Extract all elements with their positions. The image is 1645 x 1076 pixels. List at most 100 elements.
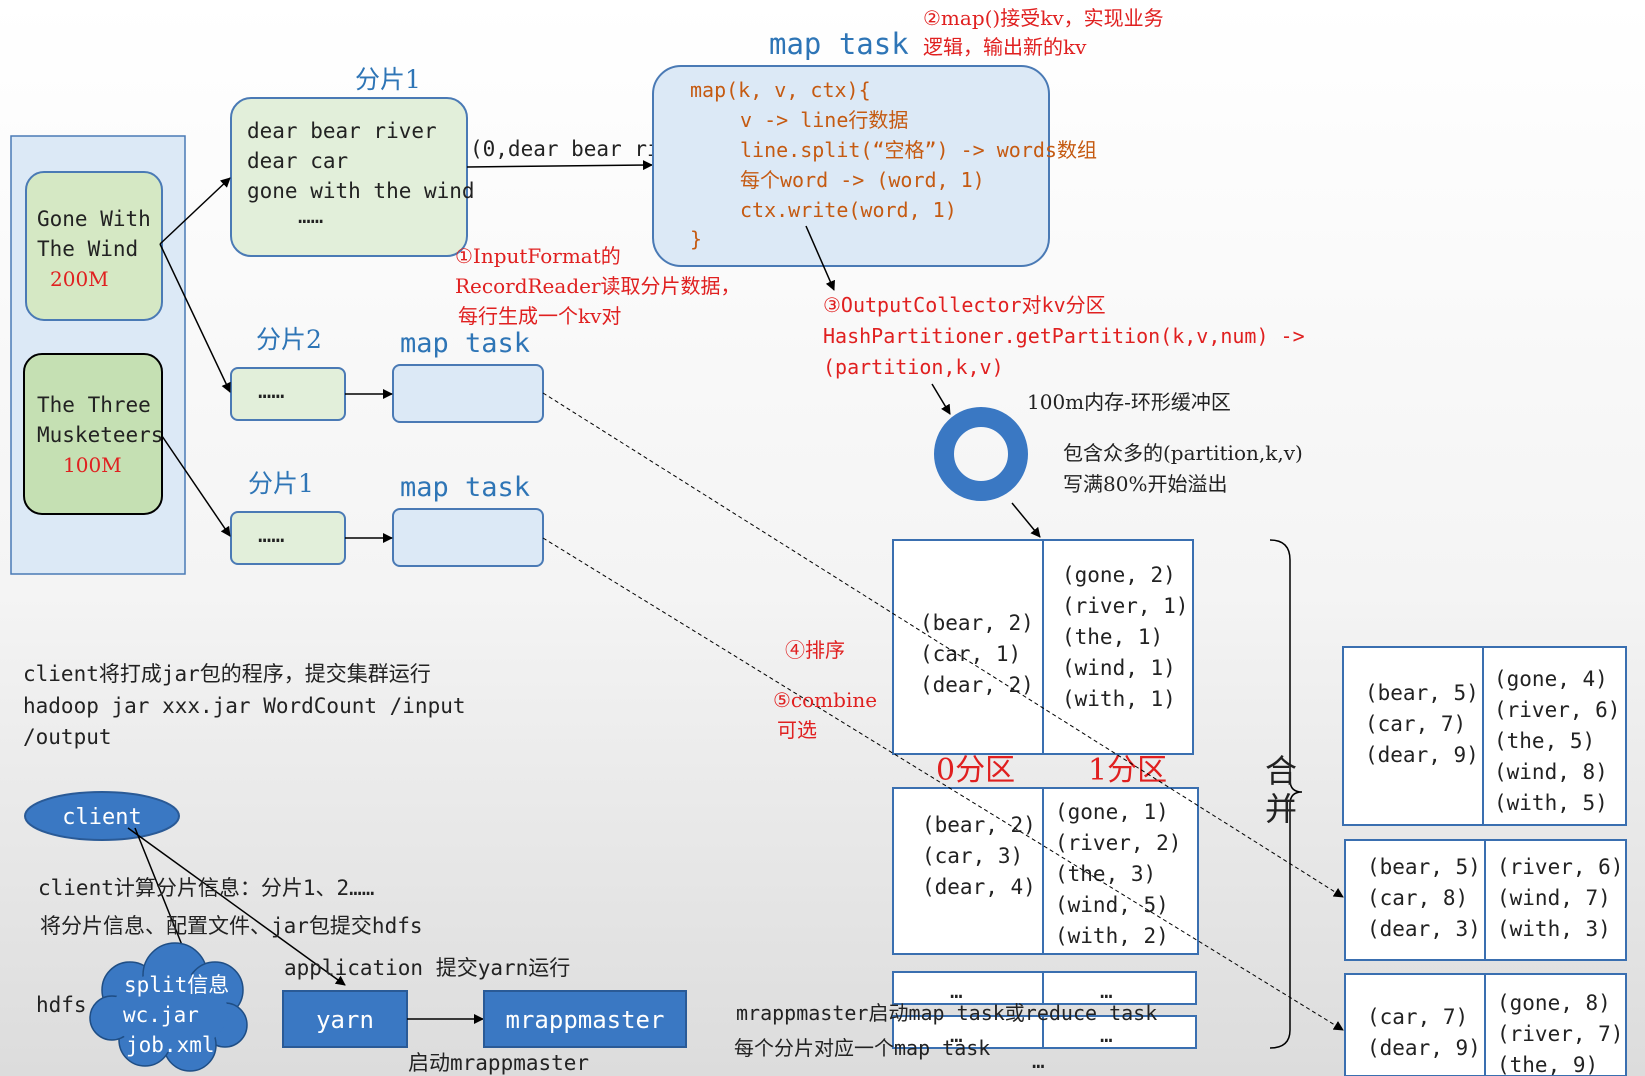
split3-box: [230, 511, 346, 565]
hdfs-cloud-icon: [89, 942, 248, 1072]
arrow-file1-split2: [159, 243, 231, 393]
map-code-line: line.split(“空格”) -> words数组: [740, 138, 1097, 162]
ring-buffer-desc: 包含众多的(partition,k,v): [1063, 441, 1303, 465]
ring-buffer-icon: [934, 407, 1028, 501]
spill4-p0-box: [892, 1015, 1044, 1049]
map-code-line: }: [690, 227, 702, 251]
client-node: [24, 791, 180, 841]
partition1-label: 1分区: [1088, 753, 1167, 788]
split2-box: [230, 367, 346, 421]
merged1-p1-item: (wind, 8): [1494, 760, 1608, 784]
merge-brace: [1269, 539, 1303, 1049]
client-label: client: [62, 805, 141, 830]
mrapp-note: 每个分片对应一个map task: [734, 1036, 990, 1060]
spill-ellipsis: …: [950, 1023, 963, 1047]
merged1-p0-box: [1342, 646, 1484, 826]
spill1-p1-item: (with, 1): [1062, 687, 1176, 711]
split2-content: ……: [258, 379, 285, 404]
merged3-p1-box: [1484, 973, 1627, 1076]
map-task-main-box: [652, 65, 1050, 267]
file2-size: 100M: [63, 453, 122, 477]
map-task-label-main: map task: [769, 27, 909, 61]
client-note: client将打成jar包的程序，提交集群运行: [23, 662, 431, 686]
merged1-p0-item: (bear, 5): [1365, 681, 1479, 705]
split3-label: 分片1: [248, 469, 314, 498]
map-task-box-2: [392, 364, 544, 423]
spill2-p1-box: [1042, 787, 1199, 955]
merge-label: 并: [1265, 790, 1297, 828]
step1-line: 每行生成一个kv对: [458, 304, 621, 328]
spill2-p1-item: (wind, 5): [1055, 893, 1169, 917]
map-task-box-3: [392, 508, 544, 567]
client-note: /output: [23, 725, 112, 749]
map-code-line: ctx.write(word, 1): [740, 198, 957, 222]
arrow-buffer-to-spill: [1011, 502, 1041, 538]
spill-ellipsis: …: [1100, 979, 1113, 1003]
file1-line1: Gone With: [37, 207, 151, 231]
hdfs-item: job.xml: [126, 1033, 215, 1057]
step3-line: HashPartitioner.getPartition(k,v,num) ->: [823, 324, 1305, 348]
merged1-p0-item: (car, 7): [1365, 712, 1466, 736]
yarn-label: yarn: [316, 1006, 374, 1034]
arrow-to-buffer: [931, 383, 951, 415]
merged1-p1-box: [1482, 646, 1627, 826]
step5-line: 可选: [777, 718, 817, 742]
step1-line: RecordReader读取分片数据，: [455, 274, 741, 298]
map-task-label-2: map task: [400, 328, 530, 359]
merge-label: 合: [1265, 752, 1297, 790]
merged2-p0-item: (car, 8): [1367, 886, 1468, 910]
split2-label: 分片2: [256, 325, 322, 354]
step2-line: ②map()接受kv，实现业务: [923, 6, 1164, 30]
ring-buffer-desc: 写满80%开始溢出: [1063, 472, 1227, 496]
arrow-file2-split3: [161, 435, 231, 537]
client-note1: client计算分片信息：分片1、2……: [38, 876, 374, 900]
hdfs-item: wc.jar: [123, 1003, 199, 1027]
merged2-p1-item: (with, 3): [1497, 917, 1611, 941]
spill1-p0-item: (dear, 2): [920, 673, 1034, 697]
mrappmaster-label: mrappmaster: [506, 1006, 665, 1034]
spill1-p1-item: (wind, 1): [1062, 656, 1176, 680]
map-task-label-3: map task: [400, 472, 530, 503]
dashed-arrow-map3: [542, 537, 1344, 1031]
spill2-p0-item: (dear, 4): [922, 875, 1036, 899]
arrow-kv-to-map: [466, 160, 653, 171]
split1-label: 分片1: [355, 65, 421, 94]
merged1-p1-item: (with, 5): [1494, 791, 1608, 815]
map-code-line: 每个word -> (word, 1): [740, 168, 985, 192]
spill3-p0-box: [892, 971, 1044, 1005]
merged2-p1-item: (river, 6): [1497, 855, 1623, 879]
spill1-p1-item: (river, 1): [1062, 594, 1188, 618]
file1-size: 200M: [50, 267, 109, 291]
mrapp-note: mrappmaster启动map task或reduce task: [736, 1001, 1157, 1025]
merged3-p1-item: (the, 9): [1497, 1053, 1598, 1076]
step4-label: ④排序: [785, 638, 845, 662]
spill4-p1-box: [1042, 1015, 1197, 1049]
arrow-file1-split1: [159, 177, 231, 245]
merged2-p1-item: (wind, 7): [1497, 886, 1611, 910]
merged3-p0-item: (dear, 9): [1367, 1036, 1481, 1060]
merged3-p0-box: [1344, 973, 1486, 1076]
spill2-p1-item: (the, 3): [1055, 862, 1156, 886]
hdfs-label: hdfs: [36, 993, 87, 1017]
file2-line2: Musketeers: [37, 423, 163, 447]
hdfs-item: split信息: [124, 973, 229, 997]
file1-line2: The Wind: [37, 237, 138, 261]
spill-ellipsis: …: [950, 979, 963, 1003]
step3-line: ③OutputCollector对kv分区: [823, 293, 1106, 317]
merged3-p1-item: (gone, 8): [1497, 991, 1611, 1015]
merged1-p1-item: (river, 6): [1494, 698, 1620, 722]
merged3-p0-item: (car, 7): [1367, 1005, 1468, 1029]
merged1-p1-item: (the, 5): [1494, 729, 1595, 753]
spill2-p1-item: (gone, 1): [1055, 800, 1169, 824]
split1-line: gone with the wind: [247, 179, 475, 203]
spill3-p1-box: [1042, 971, 1197, 1005]
spill2-p1-item: (with, 2): [1055, 924, 1169, 948]
arrow-client-yarn: [127, 827, 346, 986]
split3-content: ……: [258, 523, 285, 548]
spill1-p1-box: [1042, 539, 1194, 755]
spill1-p1-item: (the, 1): [1062, 625, 1163, 649]
spill2-p0-box: [892, 787, 1044, 955]
merged2-p0-item: (dear, 3): [1367, 917, 1481, 941]
arrow-map-to-collector: [805, 225, 835, 291]
